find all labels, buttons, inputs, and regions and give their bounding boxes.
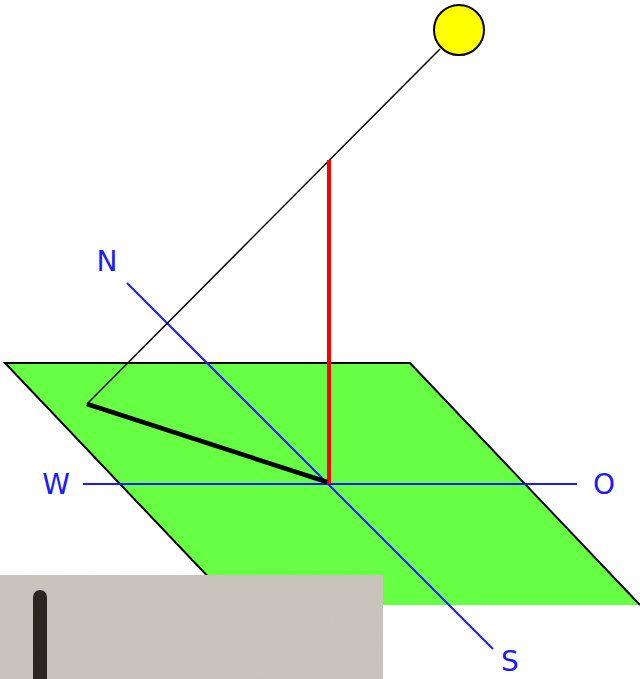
sun-circle [434, 5, 484, 55]
compass-label: O [593, 471, 615, 499]
photo-stick [33, 590, 47, 679]
stone-texture [0, 575, 383, 679]
gnomon-stick [327, 160, 331, 484]
compass-label: S [501, 648, 519, 676]
compass-label: W [42, 471, 70, 499]
shadow-line [87, 404, 327, 482]
ground-plane [5, 363, 640, 605]
compass-label: N [97, 248, 118, 276]
sun-ray [87, 49, 440, 404]
plane-outline [5, 363, 640, 605]
stone-photo [0, 575, 383, 679]
